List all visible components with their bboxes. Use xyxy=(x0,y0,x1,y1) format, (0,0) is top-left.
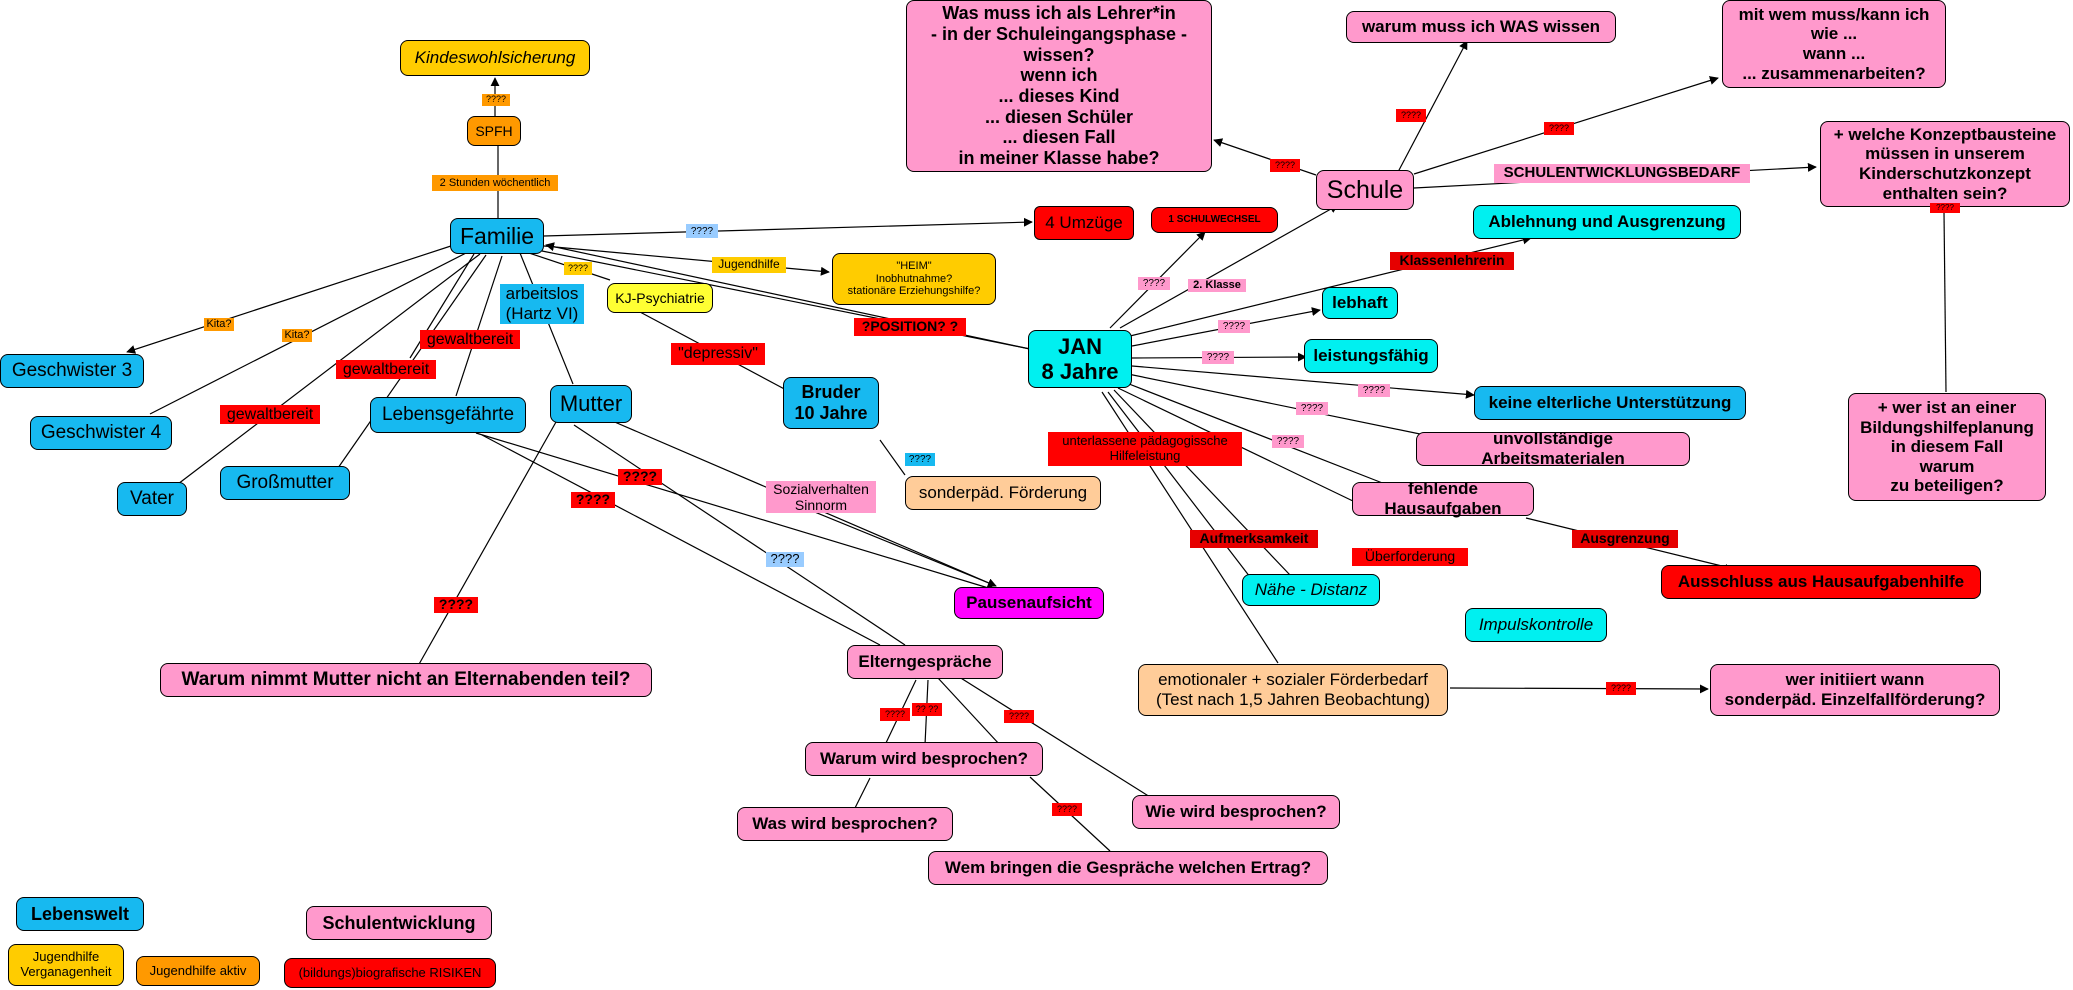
node-depressiv: "depressiv" xyxy=(671,343,765,365)
node-lebensgefaehrte: Lebensgefährte xyxy=(370,397,526,433)
node-familie: Familie xyxy=(450,218,544,254)
node-4-umzuege: 4 Umzüge xyxy=(1034,206,1134,240)
edge-label-q-kj: ???? xyxy=(564,262,592,275)
edge-label-q-bruder: ???? xyxy=(905,453,935,466)
node-grossmutter: Großmutter xyxy=(220,466,350,500)
node-schule: Schule xyxy=(1316,170,1414,210)
legend-lebenswelt: Lebenswelt xyxy=(16,897,144,931)
node-pausenaufsicht: Pausenaufsicht xyxy=(954,587,1104,619)
node-sonderpaed-foerderung: sonderpäd. Förderung xyxy=(905,476,1101,510)
edge-label-position: ?POSITION? ? xyxy=(854,318,966,336)
edge-label-q-konzept: ???? xyxy=(1930,203,1960,213)
node-warum-mutter: Warum nimmt Mutter nicht an Elternabende… xyxy=(160,663,652,697)
node-geschwister-3: Geschwister 3 xyxy=(0,354,144,388)
edge-label-2-stunden: 2 Stunden wöchentlich xyxy=(432,175,558,191)
legend-jugendhilfe-aktiv: Jugendhilfe aktiv xyxy=(136,956,260,986)
node-keine-elterliche-unterstuetzung: keine elterliche Unterstützung xyxy=(1474,386,1746,420)
edge-label-q-eg-4: ???? xyxy=(1052,803,1082,816)
node-geschwister-4: Geschwister 4 xyxy=(30,416,172,450)
edge-label-ausgrenzung: Ausgrenzung xyxy=(1572,530,1678,548)
edge-label-klassenlehrerin: Klassenlehrerin xyxy=(1390,252,1514,270)
node-warum-besprochen: Warum wird besprochen? xyxy=(805,742,1043,776)
edge-label-q-warum-was: ???? xyxy=(1396,109,1426,122)
node-heim: "HEIM" Inobhutnahme? stationäre Erziehun… xyxy=(832,253,996,305)
node-unterlassene-hilfeleistung: unterlassene pädagogissche Hilfeleistung xyxy=(1048,432,1242,466)
node-1-schulwechsel: 1 SCHULWECHSEL xyxy=(1151,207,1278,233)
edge-label-jugendhilfe: Jugendhilfe xyxy=(712,257,786,273)
edge-label-q-eg-2: ?? ?? xyxy=(912,703,942,716)
node-kindeswohlsicherung: Kindeswohlsicherung xyxy=(400,40,590,76)
node-lebhaft: lebhaft xyxy=(1322,287,1398,319)
node-leistungsfaehig: leistungsfähig xyxy=(1304,339,1438,373)
edge-label-aufmerksamkeit: Aufmerksamkeit xyxy=(1190,530,1318,548)
edge-label-kita-2: Kita? xyxy=(282,329,312,342)
node-unvollstaendige-arbeitsmaterialien: unvollständige Arbeitsmaterialen xyxy=(1416,429,1690,468)
node-mutter: Mutter xyxy=(550,385,632,423)
node-was-besprochen: Was wird besprochen? xyxy=(737,807,953,841)
edge-label-2-klasse: 2. Klasse xyxy=(1188,279,1246,292)
node-elterngespraeche: Elterngespräche xyxy=(847,645,1003,679)
edge-label-q-lebensg-2: ???? xyxy=(571,492,615,508)
node-emotionaler-foerderbedarf: emotionaler + sozialer Förderbedarf (Tes… xyxy=(1138,664,1448,716)
edge-label-q-schulwechsel: ???? xyxy=(1138,277,1170,290)
edge-label-q-spfh: ???? xyxy=(482,94,510,106)
legend-risiken: (bildungs)biografische RISIKEN xyxy=(284,958,496,988)
edge-label-gewaltbereit-3: gewaltbereit xyxy=(220,405,320,424)
edge-label-q-keine: ???? xyxy=(1358,384,1390,397)
node-konzeptbausteine: + welche Konzeptbausteine müssen in unse… xyxy=(1820,121,2070,207)
edge-label-q-wer-initiiert: ???? xyxy=(1606,682,1636,695)
legend-jugendhilfe-vergangenheit: Jugendhilfe Verganagenheit xyxy=(8,944,124,986)
node-warum-was-wissen: warum muss ich WAS wissen xyxy=(1346,11,1616,43)
edge-label-q-mutter-elternabend: ???? xyxy=(434,597,478,613)
node-wem-bringen: Wem bringen die Gespräche welchen Ertrag… xyxy=(928,851,1328,885)
node-sozialverhalten: Sozialverhalten Sinnorm xyxy=(766,481,876,513)
edge-label-gewaltbereit-1: gewaltbereit xyxy=(420,330,520,349)
edge-label-q-umzuege: ???? xyxy=(686,224,718,238)
edge-label-q-lebensg-1: ???? xyxy=(618,469,662,485)
edge-label-q-fehlende: ???? xyxy=(1272,435,1304,448)
node-impulskontrolle: Impulskontrolle xyxy=(1465,608,1607,642)
edge-label-kita-1: Kita? xyxy=(204,318,234,331)
edge-label-q-eg-1: ???? xyxy=(880,708,910,721)
edge-label-gewaltbereit-2: gewaltbereit xyxy=(336,360,436,379)
edge-label-q-mit-wem: ???? xyxy=(1544,122,1574,135)
node-bildungshilfeplanung: + wer ist an einer Bildungshilfeplanung … xyxy=(1848,393,2046,501)
node-kj-psychiatrie: KJ-Psychiatrie xyxy=(607,283,713,313)
node-wie-besprochen: Wie wird besprochen? xyxy=(1132,795,1340,829)
edge-label-schulentwicklungsbedarf: SCHULENTWICKLUNGSBEDARF xyxy=(1494,164,1750,183)
edge-label-q-eg-3: ???? xyxy=(1004,710,1034,723)
edge-label-q-mutter-eltern: ???? xyxy=(766,552,804,567)
node-vater: Vater xyxy=(117,482,187,516)
edge-label-q-was-muss: ???? xyxy=(1270,159,1300,172)
edge-label-q-lebhaft: ???? xyxy=(1218,320,1250,333)
legend-schulentwicklung: Schulentwicklung xyxy=(306,906,492,940)
node-jan: JAN 8 Jahre xyxy=(1028,330,1132,388)
node-bruder: Bruder 10 Jahre xyxy=(783,377,879,429)
edge-label-q-unvoll: ???? xyxy=(1296,402,1328,415)
node-fehlende-hausaufgaben: fehlende Hausaufgaben xyxy=(1352,479,1534,518)
node-mit-wem: mit wem muss/kann ich wie ... wann ... .… xyxy=(1722,0,1946,88)
node-ausschluss: Ausschluss aus Hausaufgabenhilfe xyxy=(1661,565,1981,599)
node-arbeitslos: arbeitslos (Hartz VI) xyxy=(500,284,584,324)
node-wer-initiiert: wer initiiert wann sonderpäd. Einzelfall… xyxy=(1710,664,2000,716)
edge-label-ueberforderung: Überforderung xyxy=(1352,548,1468,566)
node-spfh: SPFH xyxy=(467,116,521,146)
node-naehe-distanz: Nähe - Distanz xyxy=(1242,574,1380,606)
node-was-muss-ich-wissen: Was muss ich als Lehrer*in - in der Schu… xyxy=(906,0,1212,172)
node-ablehnung: Ablehnung und Ausgrenzung xyxy=(1473,205,1741,239)
edge-label-q-leistung: ???? xyxy=(1202,351,1234,364)
